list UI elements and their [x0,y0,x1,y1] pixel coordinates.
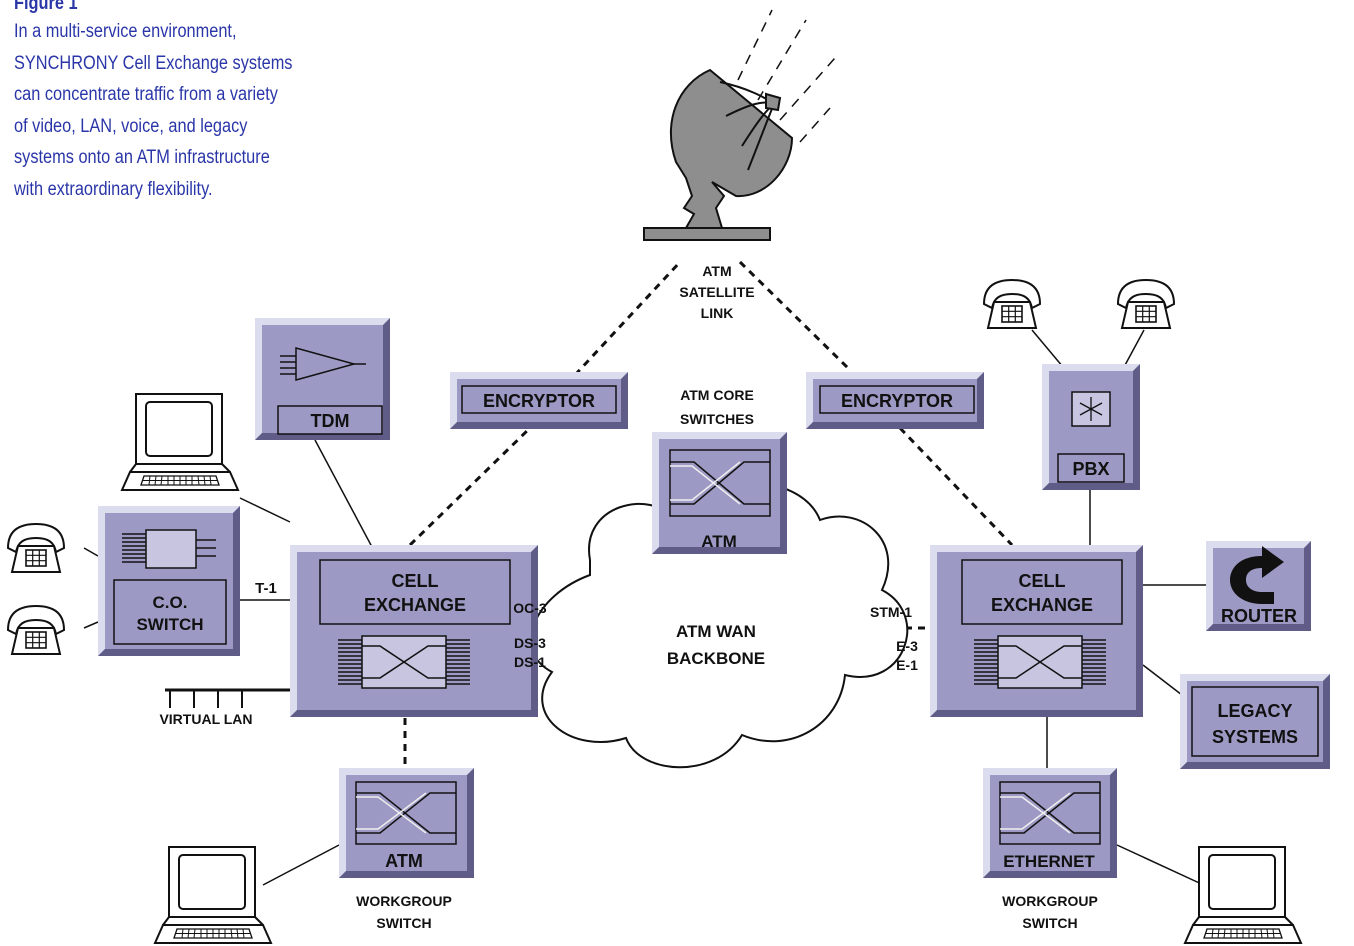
figure-title: Figure 1 [14,0,78,14]
link-phone-pbx [1031,329,1064,368]
tdm-box: TDM [255,318,390,440]
link-pc-cell [239,497,291,523]
caption-line: SYNCHRONY Cell Exchange systems [14,52,293,74]
co-switch-label: SWITCH [136,615,203,634]
pbx-star-icon [1071,391,1111,427]
tdm-label: TDM [311,411,350,431]
satellite-dish-icon [643,68,794,241]
link-encryptor-cell-dashed [898,426,1014,547]
telephone-icon [7,605,65,655]
link-phone-co [83,547,99,557]
workgroup-switch-label: SWITCH [1022,915,1077,931]
co-switch-icon [122,529,216,569]
switch-icon [669,449,771,517]
link-tdm-cell [314,439,373,548]
router-arrow-icon [1230,546,1284,604]
switch-icon [355,781,457,845]
atm-core-switch: ATM [652,432,787,554]
encryptor-right: ENCRYPTOR [806,372,984,429]
link-phone-pbx [1123,329,1145,368]
link-encryptor-satellite-dashed [573,260,682,377]
figure-caption: Figure 1 In a multi-service environment,… [14,0,334,205]
link-legacy-cell [1142,664,1183,696]
co-switch-label: C.O. [153,593,188,612]
computer-icon [154,846,272,944]
core-switches-label: SWITCHES [680,411,754,427]
t1-label: T-1 [255,580,277,597]
caption-line: can concentrate traffic from a variety [14,84,278,105]
link-ethernet-pc [1116,844,1209,888]
cell-exchange-label: CELL [392,571,439,591]
caption-line: systems onto an ATM infrastructure [14,147,270,168]
legacy-label: SYSTEMS [1212,727,1298,747]
satellite-beams [737,9,836,143]
legacy-label: LEGACY [1217,701,1292,721]
link-pc-workgroup [262,844,340,886]
cell-exchange-label: EXCHANGE [364,595,466,615]
link-rate-label: E-1 [896,657,918,673]
encryptor-left: ENCRYPTOR [450,372,628,429]
link-rate-label: E-3 [896,638,918,654]
connections [83,260,1209,888]
co-switch-box: C.O. SWITCH [98,506,240,656]
link-rate-label: OC-3 [513,600,547,616]
satellite-link-label: SATELLITE [679,284,754,300]
link-phone-co [83,621,99,629]
workgroup-switch-label: SWITCH [376,915,431,931]
telephone-icon [1117,279,1175,329]
telephone-icon [7,523,65,573]
amplifier-icon [280,347,366,381]
computer-icon [121,393,239,491]
virtual-lan-bus [165,688,290,708]
link-rate-label: DS-1 [514,654,546,670]
core-switches-label: ATM CORE [680,387,754,403]
switch-fabric-icon [338,635,470,689]
cell-exchange-right: CELL EXCHANGE [930,545,1143,717]
switch-icon [999,781,1101,845]
link-cell-encryptor-dashed [408,426,532,547]
caption-line: In a multi-service environment, [14,21,237,42]
satellite-link-label: ATM [702,263,731,279]
workgroup-atm-switch: ATM [339,768,474,878]
workgroup-switch-label: WORKGROUP [356,893,452,909]
workgroup-ethernet-switch: ETHERNET [983,768,1117,878]
cell-exchange-left: CELL EXCHANGE [290,545,538,717]
encryptor-label: ENCRYPTOR [483,391,595,411]
encryptor-label: ENCRYPTOR [841,391,953,411]
router-label: ROUTER [1221,606,1297,626]
wan-label: BACKBONE [667,649,765,668]
telephone-icon [983,279,1041,329]
link-satellite-encryptor-dashed [738,260,852,372]
legacy-systems-box: LEGACY SYSTEMS [1180,674,1330,769]
workgroup-switch-label: WORKGROUP [1002,893,1098,909]
cell-exchange-label: CELL [1019,571,1066,591]
virtual-lan-label: VIRTUAL LAN [159,711,252,727]
router-box: ROUTER [1206,541,1311,631]
caption-line: with extraordinary flexibility. [14,178,213,200]
link-rate-label: DS-3 [514,635,546,651]
wan-label: ATM WAN [676,622,756,641]
satellite-link-label: LINK [701,305,734,321]
cell-exchange-label: EXCHANGE [991,595,1093,615]
caption-line: of video, LAN, voice, and legacy [14,115,248,137]
link-rate-label: STM-1 [870,604,912,620]
atm-label: ATM [385,851,423,871]
atm-label: ATM [701,532,737,551]
pbx-box: PBX [1042,364,1140,490]
computer-icon [1184,846,1302,944]
ethernet-label: ETHERNET [1003,852,1095,871]
pbx-label: PBX [1072,459,1109,479]
switch-fabric-icon [974,635,1106,689]
